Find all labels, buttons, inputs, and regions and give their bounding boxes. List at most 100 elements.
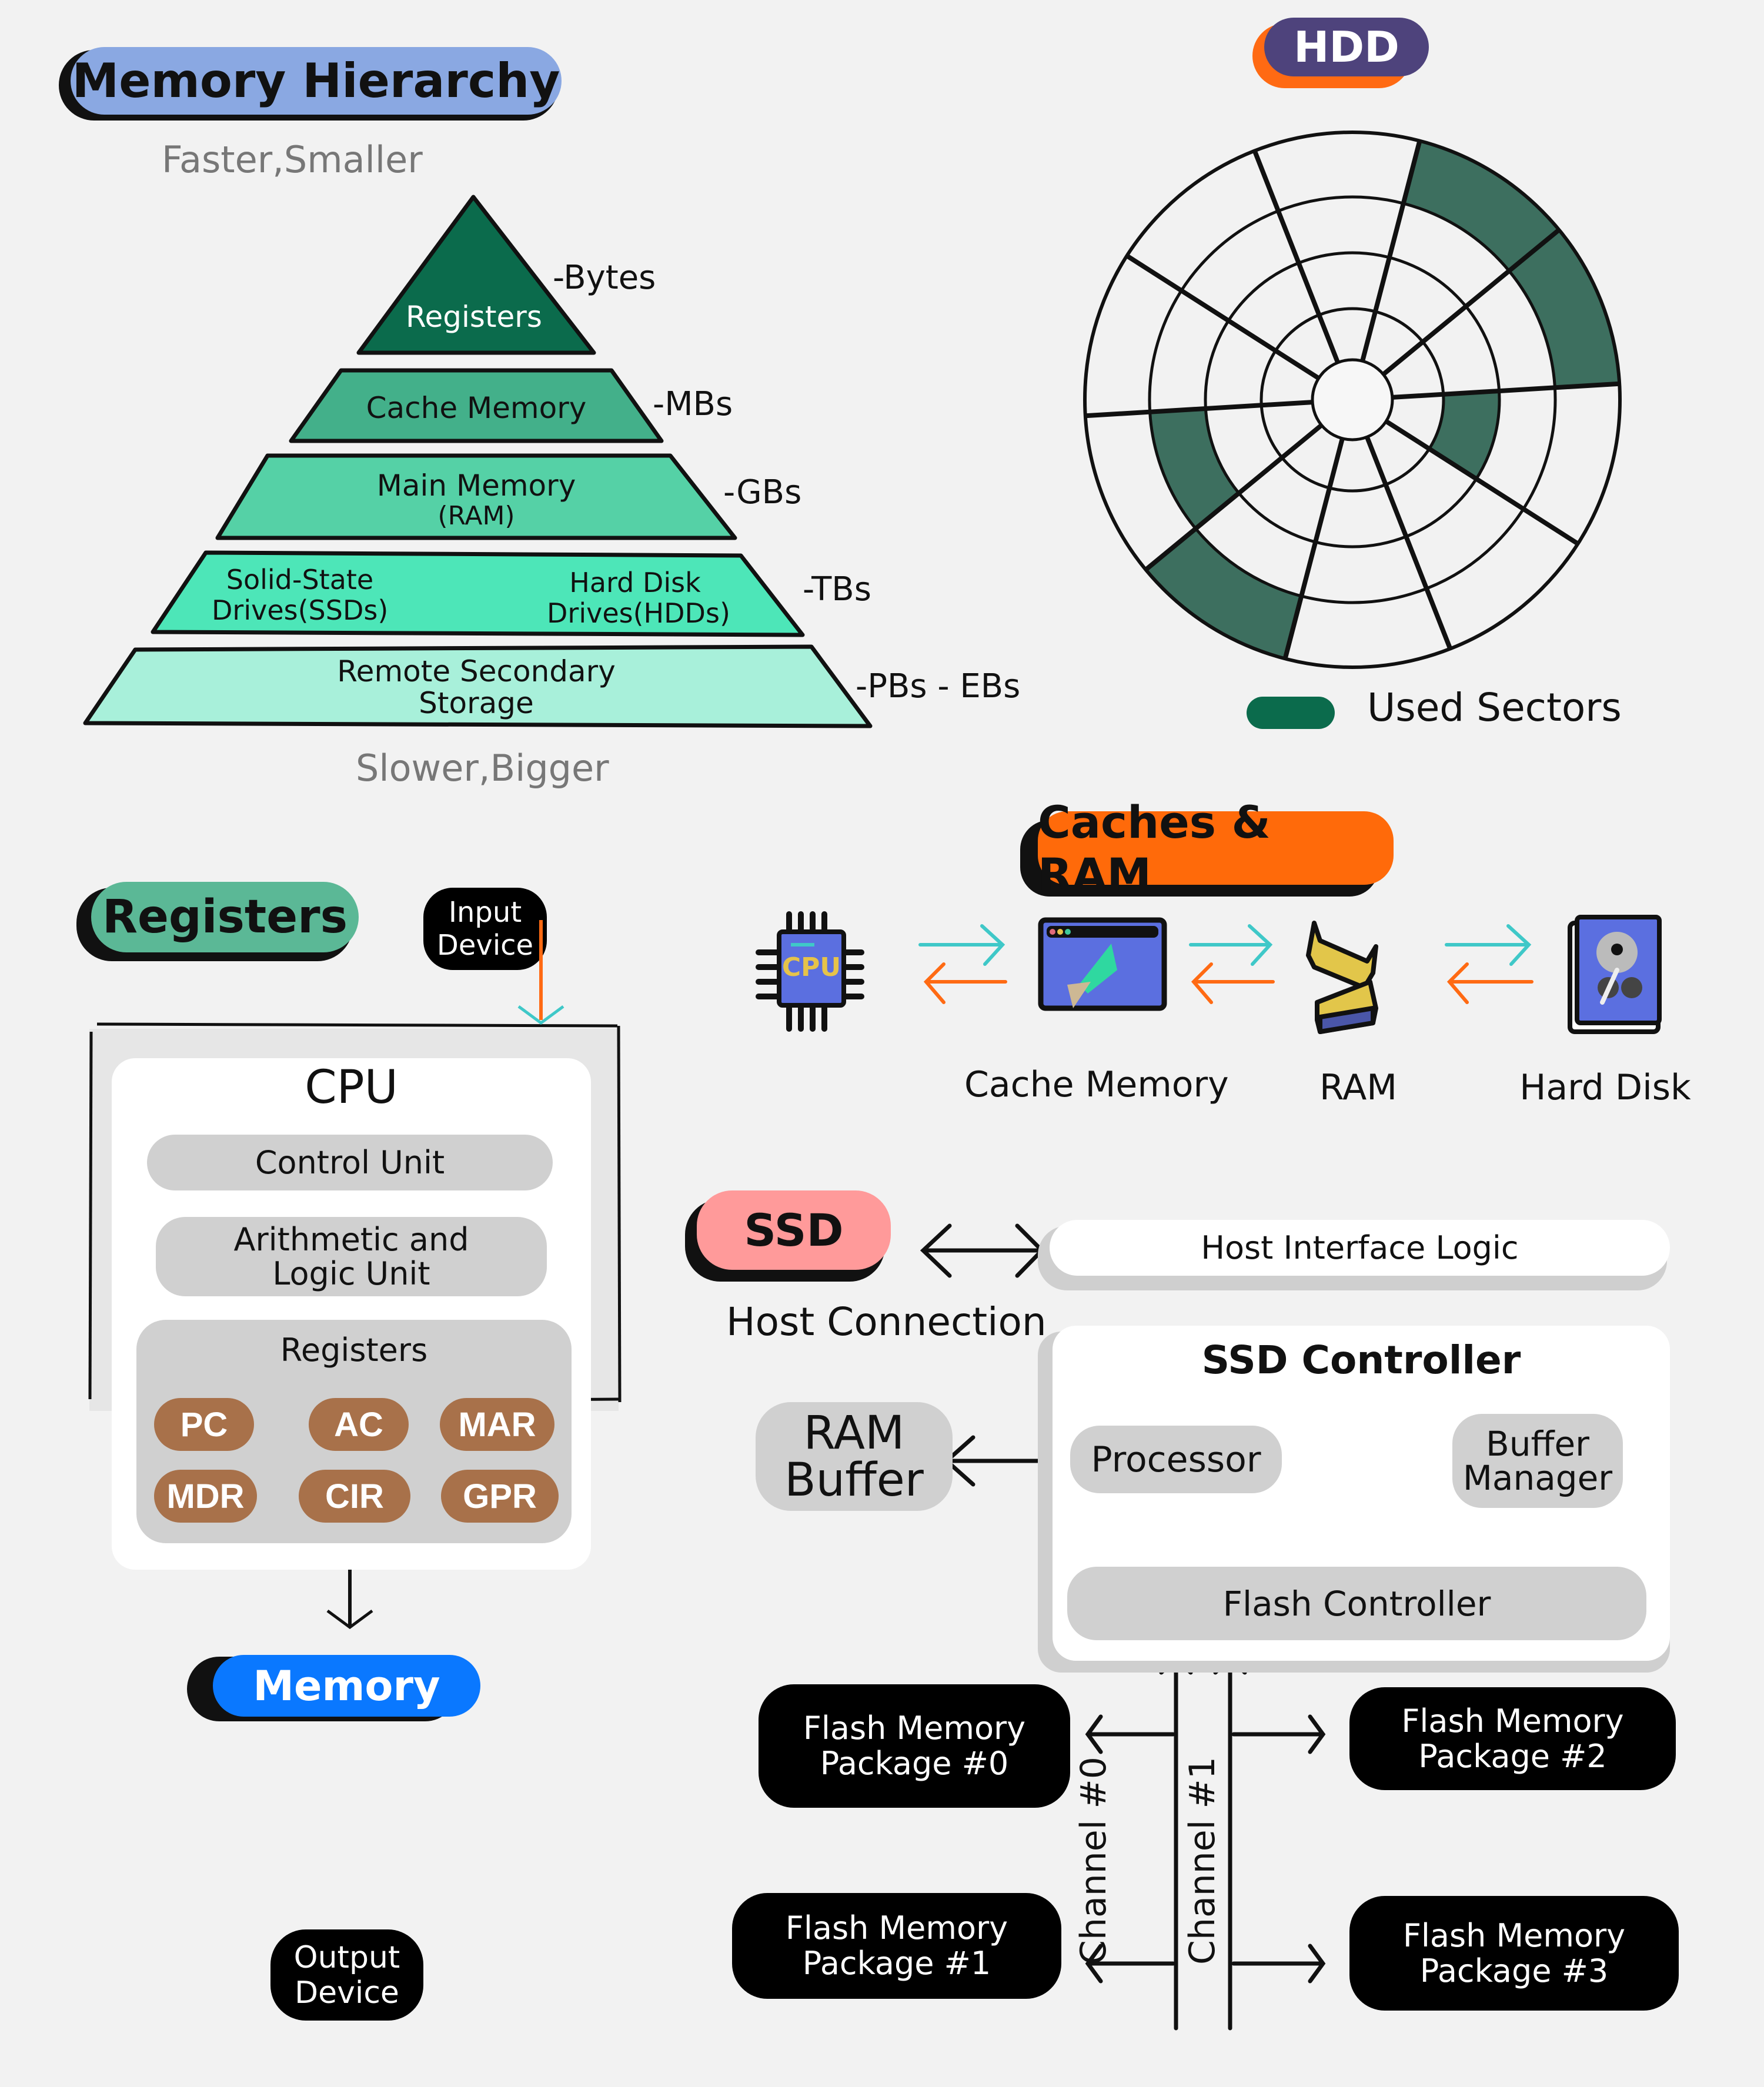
remote-line1: Remote Secondary (337, 654, 616, 688)
registers-title-text: Registers (102, 891, 348, 944)
control-unit-label: Control Unit (255, 1143, 445, 1181)
flash-package-0: Flash Memory Package #0 (759, 1684, 1070, 1808)
register-ac: AC (309, 1398, 409, 1451)
channel-1-label: Channel #1 (1182, 1757, 1223, 1965)
ram-buffer: RAM Buffer (756, 1402, 953, 1511)
cache-memory-label: Cache Memory (964, 1064, 1229, 1105)
flash-controller-label: Flash Controller (1222, 1583, 1491, 1624)
track-ring (1204, 251, 1501, 548)
package-2-arrow (1231, 1714, 1326, 1754)
output-arrow-head (326, 1609, 373, 1630)
pyramid-level-main-memory (215, 453, 737, 540)
channel-0-label: Channel #0 (1073, 1757, 1114, 1965)
size-mbs: -MBs (653, 385, 733, 423)
outer-left-border (88, 1031, 93, 1400)
output-device-line2: Device (295, 1975, 399, 2011)
flash-package-1-line1: Flash Memory (785, 1909, 1008, 1946)
flash-package-3: Flash Memory Package #3 (1349, 1896, 1679, 2011)
used-sector (1403, 141, 1559, 271)
hdd-title: HDD (1264, 18, 1429, 76)
ram-buffer-line1: RAM (803, 1406, 905, 1460)
cyan-arrow-cache-to-ram (1189, 924, 1273, 966)
hdd-line2: Drives(HDDs) (547, 597, 730, 629)
sector-divider (1385, 419, 1579, 546)
sector-divider (1125, 253, 1320, 380)
registers-title: Registers (91, 882, 359, 952)
processor-label: Processor (1091, 1439, 1261, 1480)
ssd-line1: Solid-State (226, 564, 374, 596)
flash-package-0-line1: Flash Memory (803, 1710, 1026, 1747)
orange-arrow-disk-to-ram (1446, 962, 1534, 1004)
package-3-arrow (1231, 1944, 1326, 1984)
flash-package-2-line1: Flash Memory (1401, 1702, 1624, 1740)
memory-pill: Memory (213, 1655, 480, 1717)
pyramid-label-main-memory: Main Memory (RAM) (353, 470, 600, 531)
hard-disk-icon (1568, 915, 1662, 1034)
control-unit: Control Unit (147, 1135, 553, 1190)
outer-right-border (617, 1025, 622, 1403)
cache-window-icon (1038, 917, 1167, 1011)
memory-pill-text: Memory (253, 1661, 440, 1710)
host-interface-logic: Host Interface Logic (1050, 1220, 1670, 1276)
flash-package-3-line2: Package #3 (1419, 1952, 1609, 1989)
sector-divider (1085, 400, 1313, 419)
outer-top-border (96, 1022, 618, 1028)
pyramid-level-registers (356, 195, 596, 355)
remote-line2: Storage (419, 686, 534, 720)
buffer-manager-line1: Buffer (1485, 1424, 1590, 1464)
flash-package-1-line2: Package #1 (802, 1945, 991, 1982)
register-mdr: MDR (154, 1470, 257, 1523)
ram-sticks-icon (1306, 921, 1378, 1034)
output-device-blob: Output Device (270, 1929, 423, 2021)
sector-divider (1144, 423, 1324, 572)
pyramid-label-ssd: Solid-State Drives(SSDs) (212, 564, 388, 626)
track-ring (1259, 307, 1445, 493)
ssd-title: SSD (697, 1190, 891, 1270)
slower-bigger-note: Slower,Bigger (356, 747, 609, 790)
pyramid-level-cache (289, 368, 664, 443)
alu: Arithmetic and Logic Unit (156, 1217, 547, 1296)
ssd-title-text: SSD (744, 1204, 844, 1256)
registers-group-label: Registers (280, 1332, 428, 1369)
track-ring (1148, 195, 1557, 604)
sector-divider (1282, 437, 1345, 660)
orange-arrow-ram-to-cache (1191, 962, 1275, 1004)
spindle-hub (1311, 358, 1394, 442)
cyan-arrow-ram-to-disk (1445, 924, 1532, 966)
hdd-title-text: HDD (1294, 22, 1399, 72)
sector-divider (1252, 150, 1340, 364)
sector-divider (1392, 381, 1620, 400)
hard-disk-label: Hard Disk (1519, 1067, 1691, 1108)
sector-divider (1360, 140, 1422, 362)
host-connection-label: Host Connection (726, 1299, 1047, 1344)
used-sector (1150, 408, 1239, 529)
pyramid-label-remote: Remote Secondary Storage (329, 655, 623, 719)
pyramid-label-registers: Registers (406, 300, 542, 334)
flash-package-3-line1: Flash Memory (1402, 1917, 1626, 1954)
cpu-chip-text: CPU (782, 952, 841, 982)
ram-label: RAM (1319, 1067, 1398, 1108)
cpu-label: CPU (305, 1061, 398, 1114)
orange-arrow-cache-to-cpu (923, 962, 1007, 1004)
faster-smaller-note: Faster,Smaller (162, 138, 423, 181)
register-pc: PC (154, 1398, 254, 1451)
sector-divider (1381, 228, 1561, 376)
register-gpr: GPR (441, 1470, 559, 1523)
caches-arrows (918, 915, 1662, 1034)
size-pbs-ebs: -PBs - EBs (856, 667, 1021, 705)
register-mar: MAR (440, 1398, 554, 1451)
ram-buffer-line2: Buffer (784, 1453, 924, 1507)
flash-controller: Flash Controller (1067, 1567, 1646, 1640)
memory-hierarchy-title: Memory Hierarchy (71, 47, 562, 115)
cpu-chip-icon: CPU (756, 911, 864, 1032)
used-sector (1509, 229, 1620, 388)
package-1-arrow (1085, 1944, 1175, 1984)
input-device-line1: Input (448, 896, 522, 929)
input-device-line2: Device (436, 929, 534, 962)
pyramid-label-hdd: Hard Disk Drives(HDDs) (547, 567, 730, 629)
buffer-manager: Buffer Manager (1452, 1414, 1623, 1508)
processor: Processor (1070, 1426, 1282, 1493)
pyramid-level-remote (83, 644, 873, 728)
flash-package-0-line2: Package #0 (820, 1745, 1009, 1782)
flash-package-2: Flash Memory Package #2 (1349, 1687, 1676, 1790)
